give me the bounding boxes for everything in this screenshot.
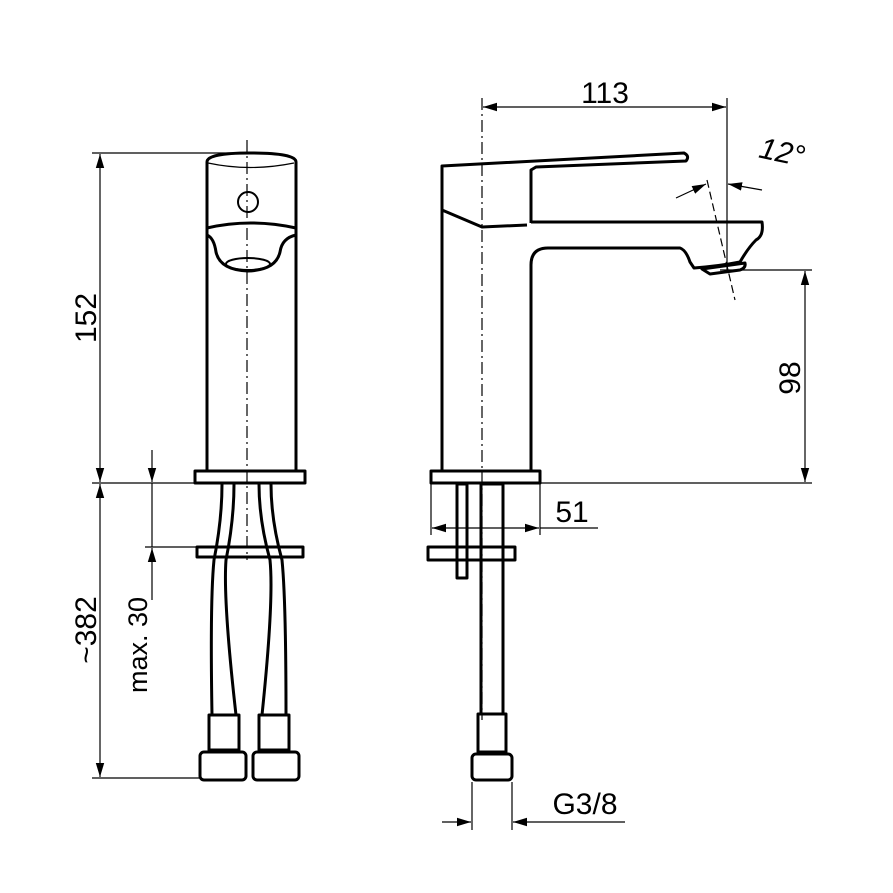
dim-label-51: 51 [555, 496, 588, 529]
dim-label-152: 152 [70, 293, 103, 343]
side-base-plate [429, 469, 542, 485]
hose-left [209, 483, 238, 716]
dim-label-g38: G3/8 [552, 788, 617, 821]
front-mounting-clamp [195, 545, 305, 559]
dim-label-382: ~382 [70, 596, 103, 664]
side-nut [470, 752, 514, 782]
front-lever [205, 151, 298, 228]
angle-arrow-right [727, 182, 763, 191]
dim-label-98: 98 [774, 361, 807, 394]
dim-label-12deg: 12° [756, 132, 807, 174]
side-body-spout [440, 220, 764, 471]
lever-bottom-edge [206, 221, 297, 230]
nut-right [251, 750, 301, 782]
side-fitting [476, 712, 508, 754]
side-view: 113 12° 98 51 G3/8 [426, 77, 812, 830]
threaded-rod [455, 482, 469, 580]
aerator-ring [225, 257, 271, 271]
side-aerator [700, 261, 747, 276]
nut-left [198, 750, 248, 782]
indicator-icon [237, 191, 259, 213]
lever-top-edge [207, 162, 295, 169]
dim-label-max30: max. 30 [123, 597, 153, 693]
fitting-right [257, 713, 291, 752]
angle-arrow-left [675, 183, 707, 199]
side-mounting-clamp [426, 545, 517, 562]
angle-line [706, 179, 736, 301]
hose-right [257, 483, 288, 716]
front-aerator [206, 233, 297, 273]
dim-label-113: 113 [581, 77, 629, 110]
side-lever [440, 151, 690, 229]
side-hose [479, 482, 505, 716]
front-view: 152 ~382 max. 30 [70, 140, 307, 782]
fitting-left [207, 713, 241, 752]
front-base-plate [193, 469, 307, 485]
